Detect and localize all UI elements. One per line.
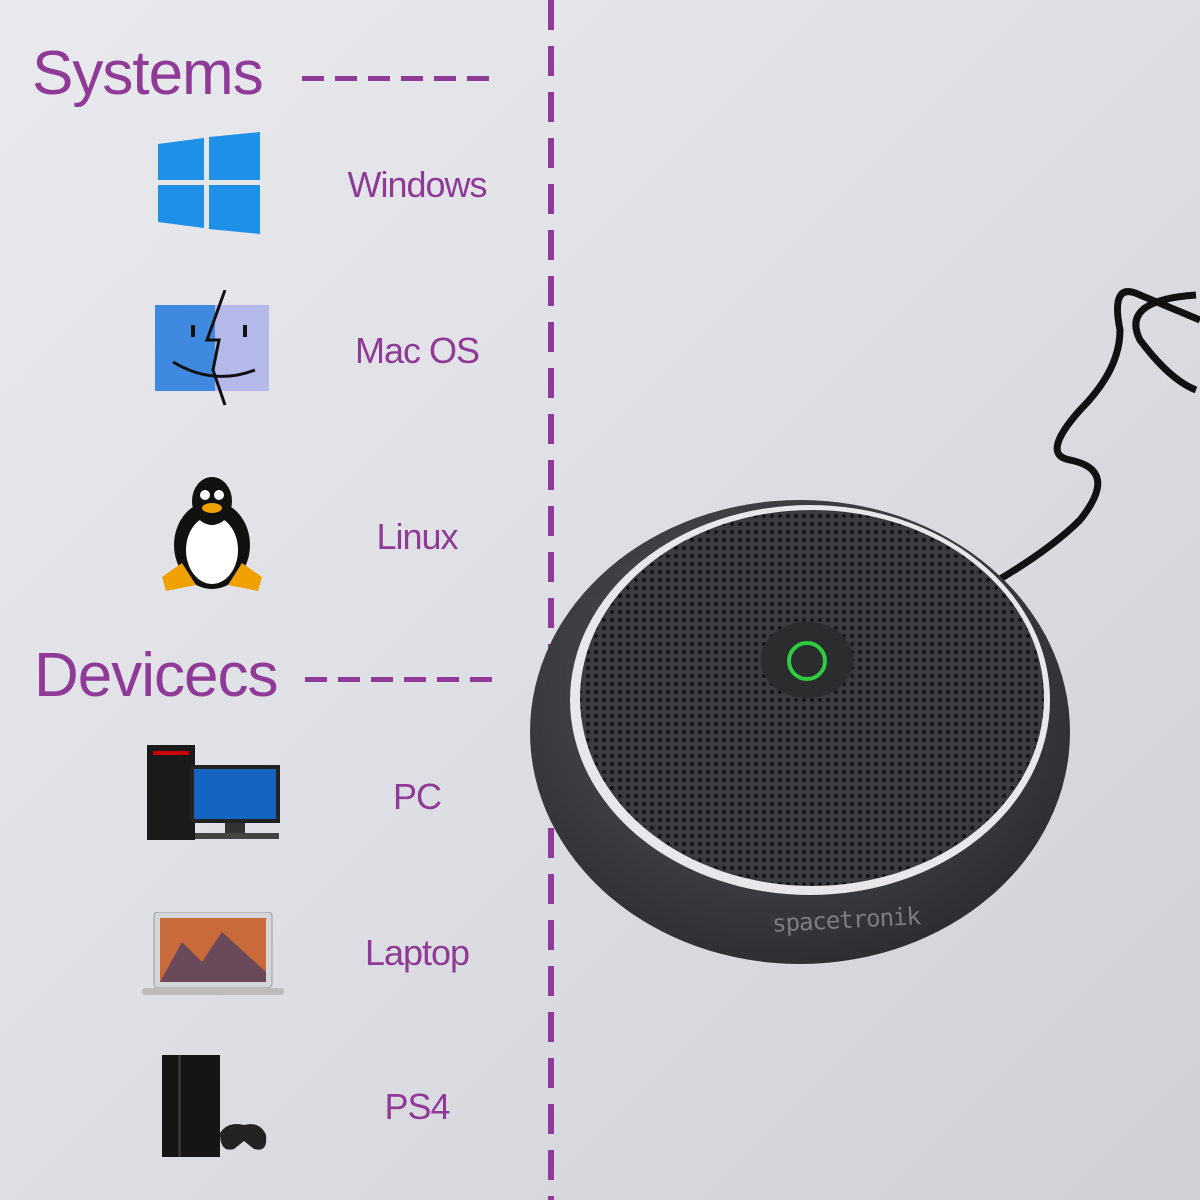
finder-icon — [155, 290, 269, 406]
windows-logo-icon — [158, 132, 260, 234]
windows-label: Windows — [347, 164, 487, 205]
linux-label: Linux — [376, 516, 458, 557]
desktop-pc-icon — [147, 745, 280, 840]
conference-speaker-image — [530, 288, 1200, 964]
devices-dash-line — [305, 677, 498, 682]
ps4-label: PS4 — [384, 1086, 450, 1127]
laptop-label: Laptop — [364, 932, 470, 973]
laptop-icon — [142, 912, 284, 995]
tux-penguin-icon — [162, 477, 262, 591]
systems-dash-line — [302, 76, 494, 81]
systems-heading: Systems — [32, 39, 264, 108]
pc-label: PC — [392, 776, 442, 817]
vertical-dashed-divider — [548, 0, 554, 1200]
ps4-console-icon — [162, 1055, 267, 1157]
macos-label: Mac OS — [354, 330, 480, 371]
devices-heading: Devicecs — [34, 641, 279, 710]
